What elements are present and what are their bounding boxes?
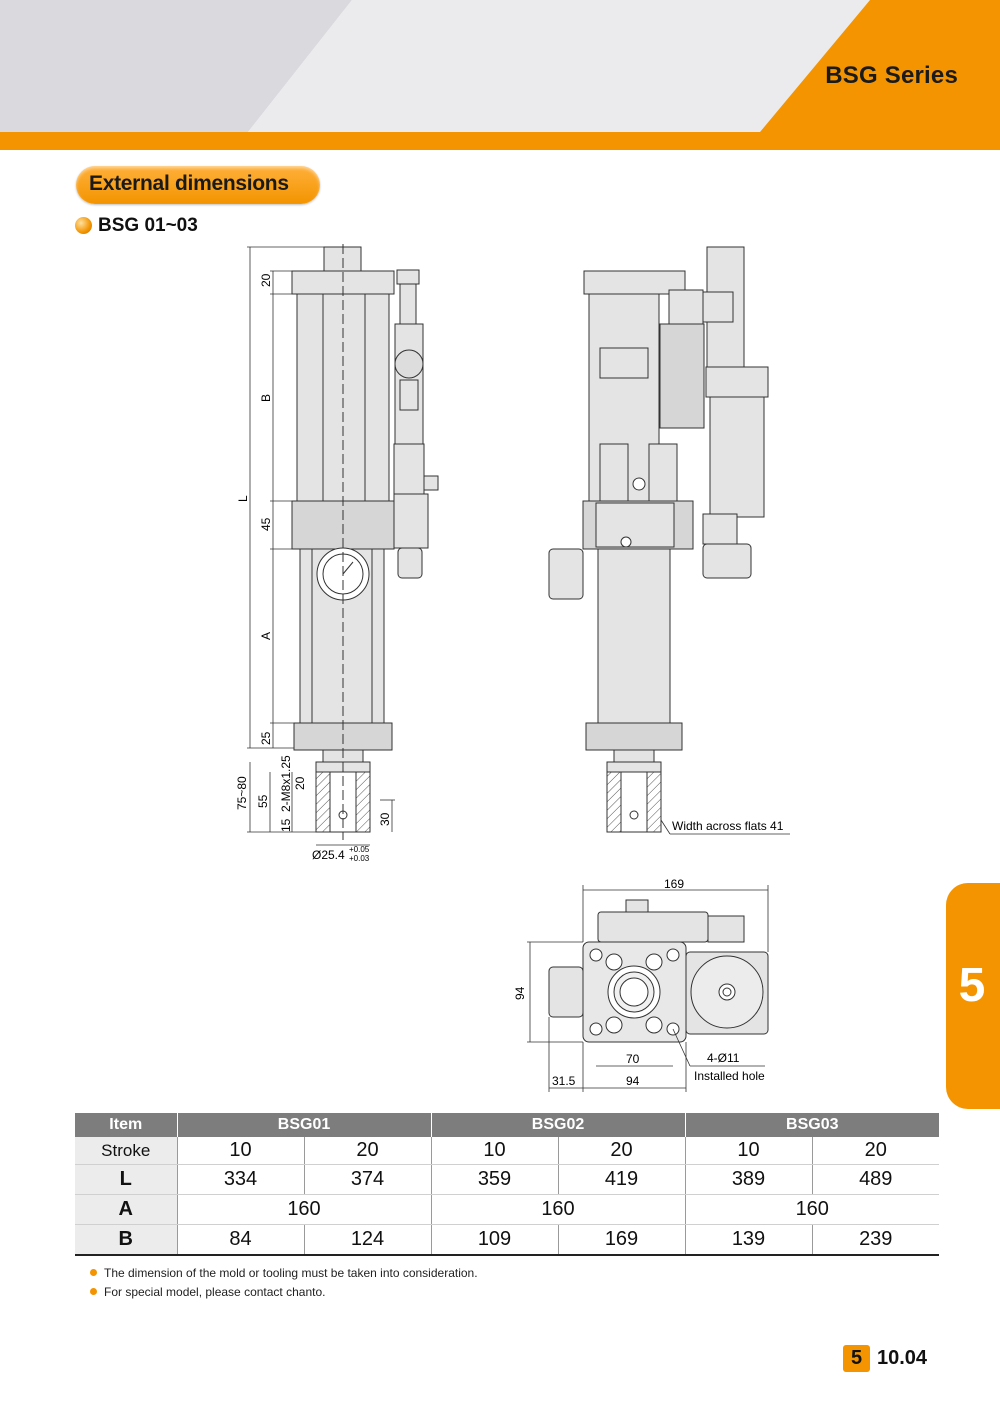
dim-installed-hole: Installed hole xyxy=(694,1069,765,1083)
dim-30: 30 xyxy=(378,812,392,826)
bottom-dimension-lines xyxy=(527,885,769,1092)
header-item: Item xyxy=(75,1113,177,1137)
row-label: Stroke xyxy=(75,1137,177,1165)
dim-169: 169 xyxy=(664,877,684,891)
table-cell: 389 xyxy=(684,1164,812,1195)
bullet-dot-icon xyxy=(90,1269,97,1276)
model-title: BSG 01~03 xyxy=(98,215,198,236)
dim-31-5: 31.5 xyxy=(552,1074,576,1088)
dim-2-m8: 2-M8x1.25 xyxy=(279,755,293,812)
table-cell: 10 xyxy=(430,1137,558,1165)
row-label: B xyxy=(75,1224,177,1256)
spec-table: Item BSG01 BSG02 BSG03 Stroke 10 20 10 2… xyxy=(75,1113,939,1256)
table-cell: 169 xyxy=(557,1224,685,1256)
chapter-tab xyxy=(946,883,1000,1109)
footer-chapter-chip: 5 xyxy=(843,1345,870,1372)
dim-tol-lower: +0.03 xyxy=(349,854,370,863)
dim-B: B xyxy=(259,394,273,402)
table-cell: 374 xyxy=(303,1164,431,1195)
dim-A: A xyxy=(259,632,273,640)
front-dimension-lines xyxy=(247,246,395,846)
side-view xyxy=(548,246,769,833)
table-cell: 84 xyxy=(176,1224,304,1256)
table-cell: 139 xyxy=(684,1224,812,1256)
dim-94-vertical: 94 xyxy=(513,986,527,1000)
table-cell: 160 xyxy=(176,1194,431,1225)
header-bsg01: BSG01 xyxy=(176,1113,431,1137)
header-bsg02: BSG02 xyxy=(430,1113,685,1137)
page-number: 10.04 xyxy=(877,1347,928,1369)
table-cell: 334 xyxy=(176,1164,304,1195)
bottom-view xyxy=(548,899,769,1043)
table-cell: 239 xyxy=(811,1224,939,1256)
technical-drawing: 20 B L 45 A 25 75~80 55 15 2-M8x1.25 20 … xyxy=(235,244,790,1092)
table-cell: 124 xyxy=(303,1224,431,1256)
table-row-stroke: Stroke 10 20 10 20 10 20 xyxy=(75,1137,939,1165)
section-title-pill xyxy=(76,166,320,204)
dim-45: 45 xyxy=(259,517,273,531)
bullet-dot-icon xyxy=(90,1288,97,1295)
table-row-A: A 160 160 160 xyxy=(75,1194,939,1225)
table-cell: 20 xyxy=(557,1137,685,1165)
table-cell: 419 xyxy=(557,1164,685,1195)
dim-holes: 4-Ø11 xyxy=(707,1051,740,1065)
page-header-banner xyxy=(0,0,1000,150)
row-label: A xyxy=(75,1194,177,1225)
note-2: For special model, please contact chanto… xyxy=(90,1285,325,1299)
dim-25: 25 xyxy=(259,731,273,745)
dim-diameter: Ø25.4 xyxy=(312,848,345,862)
dim-94-horizontal: 94 xyxy=(626,1074,640,1088)
note-text: For special model, please contact chanto… xyxy=(104,1285,326,1299)
table-cell: 20 xyxy=(303,1137,431,1165)
section-title: External dimensions xyxy=(89,172,289,195)
table-cell: 10 xyxy=(176,1137,304,1165)
table-row-L: L 334 374 359 419 389 489 xyxy=(75,1164,939,1195)
table-header-row: Item BSG01 BSG02 BSG03 xyxy=(75,1113,939,1137)
front-view xyxy=(291,244,439,840)
table-cell: 160 xyxy=(430,1194,685,1225)
bullet-dot-icon xyxy=(75,217,92,234)
dim-70: 70 xyxy=(626,1052,640,1066)
dim-tol-upper: +0.05 xyxy=(349,845,370,854)
table-cell: 20 xyxy=(811,1137,939,1165)
table-cell: 109 xyxy=(430,1224,558,1256)
table-cell: 160 xyxy=(684,1194,939,1225)
table-cell: 489 xyxy=(811,1164,939,1195)
row-label: L xyxy=(75,1164,177,1195)
series-title: BSG Series xyxy=(825,62,958,89)
dim-L: L xyxy=(236,495,250,502)
dim-75-80: 75~80 xyxy=(235,776,249,810)
dim-20-top: 20 xyxy=(259,273,273,287)
dim-20-low: 20 xyxy=(293,776,307,790)
table-row-B: B 84 124 109 169 139 239 xyxy=(75,1224,939,1256)
table-cell: 359 xyxy=(430,1164,558,1195)
header-bsg03: BSG03 xyxy=(684,1113,939,1137)
note-1: The dimension of the mold or tooling mus… xyxy=(90,1266,478,1280)
note-text: The dimension of the mold or tooling mus… xyxy=(104,1266,478,1280)
table-cell: 10 xyxy=(684,1137,812,1165)
dim-width-across-flats: Width across flats 41 xyxy=(672,819,784,833)
dim-15: 15 xyxy=(279,818,293,832)
chapter-number: 5 xyxy=(958,959,986,1012)
dim-55: 55 xyxy=(256,794,270,808)
